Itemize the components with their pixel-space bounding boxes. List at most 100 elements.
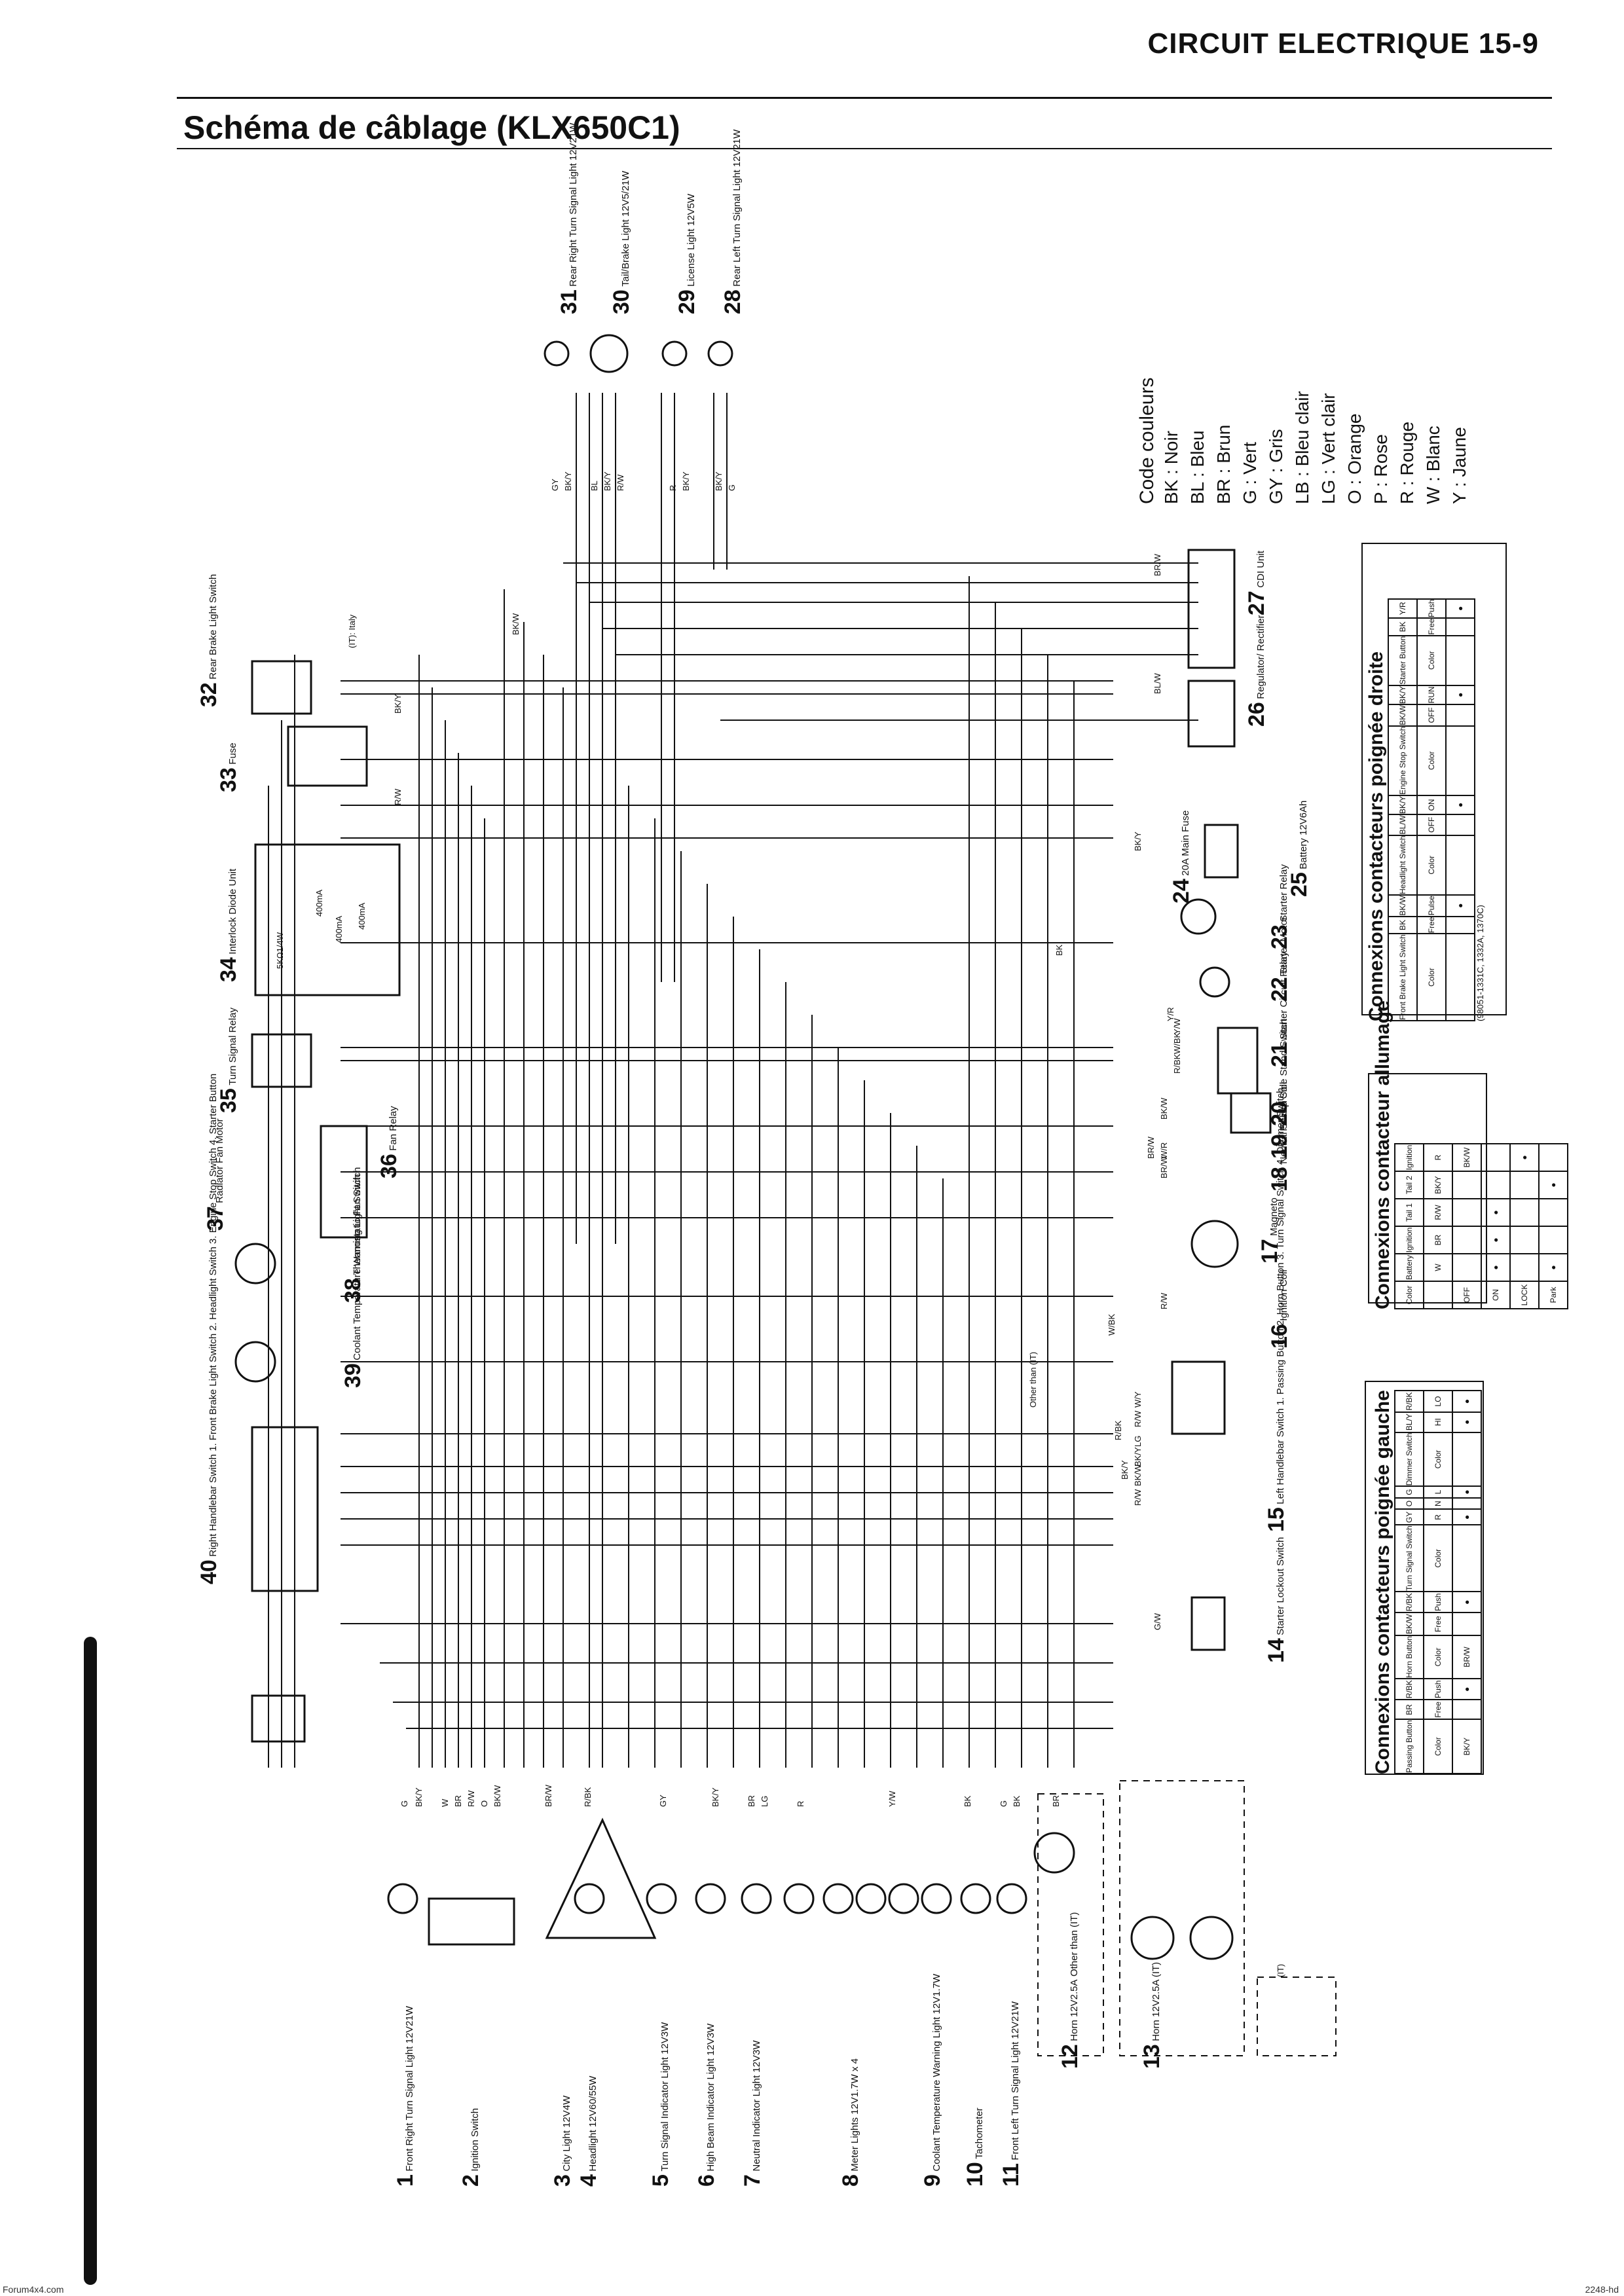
table-cell: ON xyxy=(1417,795,1446,815)
table-cell: BK xyxy=(1388,617,1417,636)
table-cell: Push xyxy=(1424,1679,1452,1700)
table-cell: ON xyxy=(1481,1281,1510,1309)
table-cell: LO xyxy=(1424,1391,1452,1412)
color-code-title: Code couleurs xyxy=(1136,377,1158,504)
table-cell: ● xyxy=(1446,685,1475,705)
color-code-entry: P : Rose xyxy=(1371,434,1391,504)
color-code-entry: BR : Brun xyxy=(1213,424,1234,504)
table-cell: Color xyxy=(1417,635,1446,685)
color-code-entry: BK : Noir xyxy=(1161,430,1181,504)
table-cell: Pulse xyxy=(1417,894,1446,917)
table-cell xyxy=(1510,1254,1539,1281)
table-cell xyxy=(1452,1432,1481,1487)
section-title: CIRCUIT ELECTRIQUE 15-9 xyxy=(1147,27,1539,60)
table-cell: BK/Y xyxy=(1424,1171,1452,1199)
table-cell: ● xyxy=(1539,1171,1568,1199)
ignition-grid: Color Battery Ignition Tail 1 Tail 2 Ign… xyxy=(1394,1143,1568,1309)
table-cell xyxy=(1446,835,1475,895)
title-rule xyxy=(177,148,1552,149)
table-cell: ● xyxy=(1452,1412,1481,1432)
table-cell: ● xyxy=(1446,598,1475,618)
table-cell: Dimmer Switch xyxy=(1395,1432,1424,1487)
page-title: Schéma de câblage (KLX650C1) xyxy=(183,109,680,146)
right-grip-note: (98051-1331C, 1332A, 1370C) xyxy=(1475,905,1485,1021)
table-cell: Free xyxy=(1424,1700,1452,1720)
table-cell: ● xyxy=(1510,1144,1539,1171)
table-cell: ● xyxy=(1452,1486,1481,1498)
wire-harness xyxy=(268,393,1198,1768)
table-cell xyxy=(1452,1199,1481,1226)
table-cell xyxy=(1539,1144,1568,1171)
color-code-entry: W : Blanc xyxy=(1423,426,1443,504)
table-cell: Battery xyxy=(1395,1254,1424,1281)
table-cell: BK/Y xyxy=(1452,1719,1481,1774)
table-cell: Y/R xyxy=(1388,598,1417,618)
table-cell xyxy=(1539,1226,1568,1254)
table-cell: Engine Stop Switch xyxy=(1388,725,1417,795)
table-cell: Color xyxy=(1424,1635,1452,1679)
table-cell: Headlight Switch xyxy=(1388,835,1417,895)
table-cell: BK/Y xyxy=(1388,795,1417,815)
table-cell xyxy=(1452,1497,1481,1510)
table-cell: R/W xyxy=(1424,1199,1452,1226)
table-cell: Color xyxy=(1417,725,1446,795)
table-cell xyxy=(1446,814,1475,835)
table-cell: BK/W xyxy=(1388,704,1417,726)
table-cell xyxy=(1446,916,1475,934)
table-cell: OFF xyxy=(1452,1281,1481,1309)
table-cell: ● xyxy=(1452,1391,1481,1412)
table-cell: Tail 2 xyxy=(1395,1171,1424,1199)
table-cell: N xyxy=(1424,1497,1452,1510)
table-cell: R/BK xyxy=(1395,1391,1424,1412)
table-cell: Front Brake Light Switch xyxy=(1388,934,1417,1021)
table-cell: R/BK xyxy=(1395,1591,1424,1613)
table-cell xyxy=(1452,1613,1481,1635)
table-cell: G xyxy=(1395,1486,1424,1498)
color-code-entry: BL : Bleu xyxy=(1187,430,1208,504)
table-cell: Starter Button xyxy=(1388,635,1417,685)
right-components xyxy=(1171,549,1272,1651)
table-cell: BK/W xyxy=(1452,1144,1481,1171)
table-cell xyxy=(1446,725,1475,795)
left-components xyxy=(234,660,401,1743)
table-cell: ● xyxy=(1446,795,1475,815)
horn-boxes xyxy=(1037,1780,1337,2056)
table-cell: Color xyxy=(1424,1719,1452,1774)
table-cell: Color xyxy=(1417,934,1446,1021)
ignition-title: Connexions contacteur allumage xyxy=(1372,1000,1393,1309)
table-cell xyxy=(1510,1226,1539,1254)
footer-right: 2248-hd xyxy=(1585,2284,1619,2295)
table-cell: R xyxy=(1424,1144,1452,1171)
right-grip-title: Connexions contacteurs poignée droite xyxy=(1365,651,1387,1021)
table-cell: BL/Y xyxy=(1395,1412,1424,1432)
color-code-entry: LB : Bleu clair xyxy=(1292,391,1312,504)
table-cell: BR xyxy=(1395,1700,1424,1720)
front-lamps xyxy=(387,1817,1234,1960)
color-code-entry: LG : Vert clair xyxy=(1318,393,1338,504)
color-code-entry: G : Vert xyxy=(1240,442,1260,504)
color-code-entry: O : Orange xyxy=(1344,413,1365,504)
right-grip-grid: Front Brake Light Switch BK BK/W Headlig… xyxy=(1388,598,1475,1021)
table-frames xyxy=(1361,543,1507,1775)
table-cell: LOCK xyxy=(1510,1281,1539,1309)
table-cell xyxy=(1424,1281,1452,1309)
table-cell: RUN xyxy=(1417,685,1446,705)
header-rule xyxy=(177,97,1552,99)
table-cell: Free xyxy=(1417,617,1446,636)
table-cell: GY xyxy=(1395,1509,1424,1525)
table-cell: Turn Signal Switch xyxy=(1395,1525,1424,1592)
table-cell xyxy=(1446,635,1475,685)
table-cell: OFF xyxy=(1417,814,1446,835)
color-code-entry: Y : Jaune xyxy=(1449,427,1469,504)
table-cell xyxy=(1452,1254,1481,1281)
table-cell: Ignition xyxy=(1395,1144,1424,1171)
table-cell: W xyxy=(1424,1254,1452,1281)
table-cell: BR/W xyxy=(1452,1635,1481,1679)
table-cell xyxy=(1539,1199,1568,1226)
table-cell: BK xyxy=(1388,916,1417,934)
color-code-entry: R : Rouge xyxy=(1397,421,1417,504)
table-cell: Park xyxy=(1539,1281,1568,1309)
left-grip-grid: Passing Button BR R/BK Horn Button BK/W … xyxy=(1394,1390,1482,1774)
table-cell: BK/Y xyxy=(1388,685,1417,705)
